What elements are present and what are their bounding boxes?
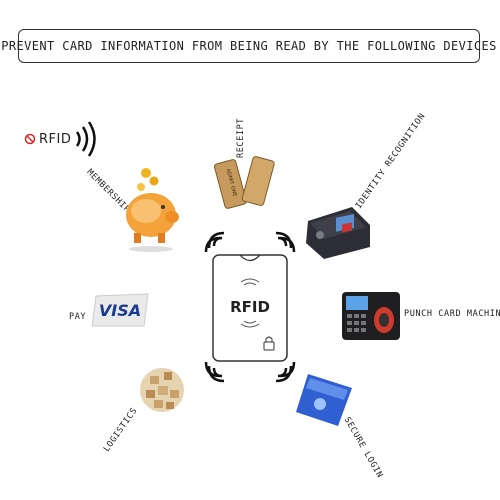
piggy-bank-icon	[126, 168, 179, 252]
lock-icon	[263, 336, 275, 351]
card-rfid-label: RFID	[230, 298, 270, 316]
blue-card-icon	[296, 374, 352, 426]
visa-brand: VISA	[99, 301, 141, 320]
visa-card-icon: VISA	[91, 293, 149, 327]
label-identity: IDENTITY RECOGNITION	[353, 111, 428, 211]
banner: PREVENT CARD INFORMATION FROM BEING READ…	[1, 29, 496, 63]
rfid-header: RFID	[24, 121, 98, 157]
ticket-icon: ADMIT ONE	[213, 156, 275, 209]
signal-wave-icon	[204, 236, 296, 378]
label-pay: PAY	[69, 312, 87, 322]
center-card: RFID	[207, 231, 293, 383]
banner-title: PREVENT CARD INFORMATION FROM BEING READ…	[1, 39, 497, 53]
wireless-signal-icon	[76, 121, 97, 157]
label-punch: PUNCH CARD MACHINE	[404, 309, 500, 319]
signal-wave-icon	[207, 231, 293, 383]
globe-boxes-icon	[140, 368, 184, 412]
rfid-header-text: RFID	[39, 131, 72, 147]
no-sign-icon	[24, 133, 36, 145]
id-scanner-icon	[306, 207, 370, 259]
time-clock-icon	[342, 292, 400, 340]
